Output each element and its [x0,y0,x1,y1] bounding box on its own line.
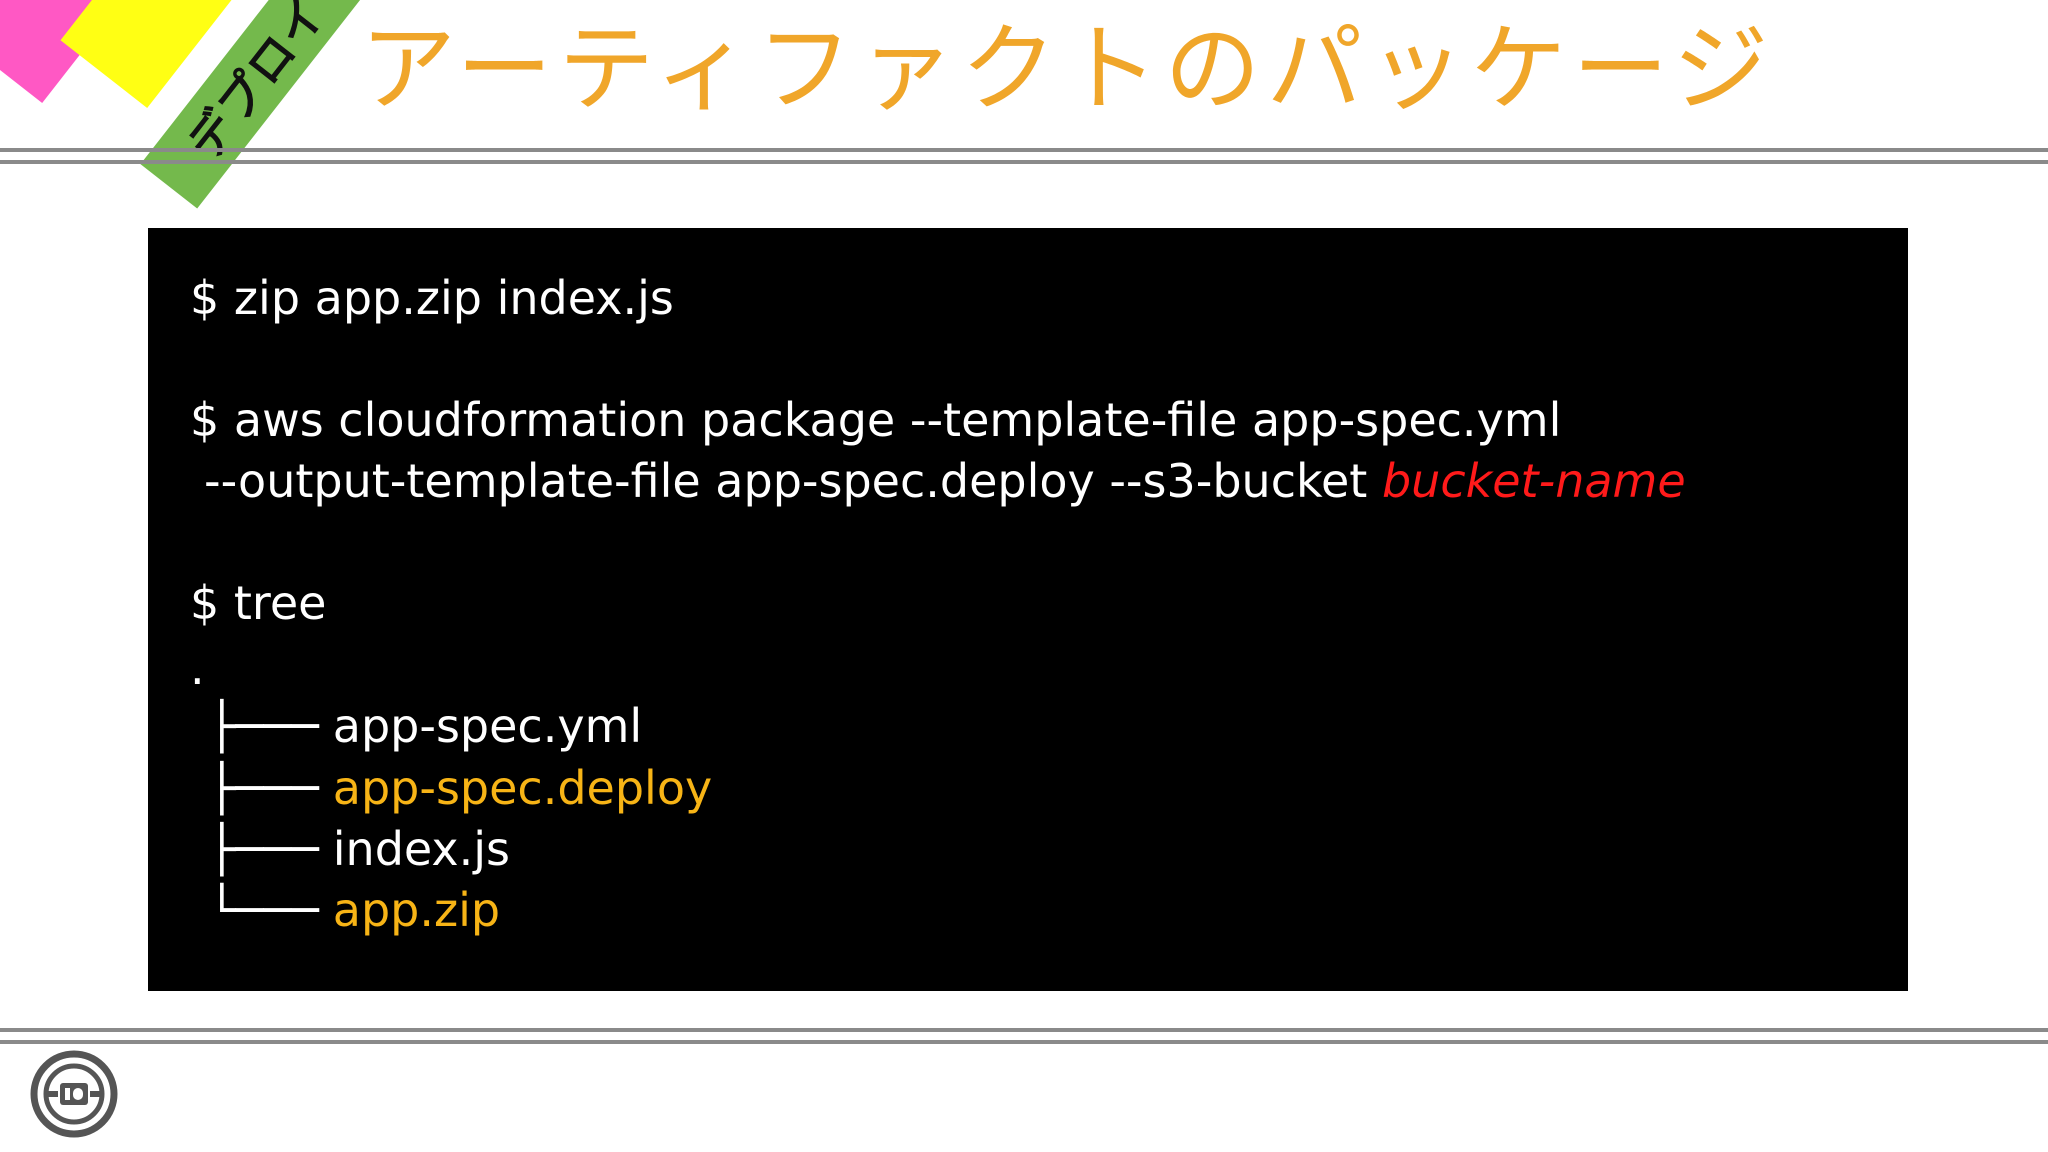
tree-root: . [190,641,205,695]
tree-item: ├───index.js [208,819,510,879]
tree-file: index.js [332,822,510,876]
slide-title: アーティファクトのパッケージ [360,13,1775,125]
tree-item: ├───app-spec.yml [208,696,642,756]
command-package-line1: $ aws cloudformation package --template-… [190,393,1562,447]
logo-icon [30,1050,118,1138]
divider-top-2 [0,160,2048,164]
tree-item: ├───app-spec.deploy [208,758,712,818]
tree-file-generated: app-spec.deploy [332,761,713,815]
command-zip: $ zip app.zip index.js [190,271,674,325]
tree-branch: ├─── [208,822,319,876]
divider-bottom-2 [0,1040,2048,1044]
tree-item: └───app.zip [208,880,500,940]
tree-file-generated: app.zip [332,883,501,937]
command-package-args: --output-template-file app-spec.deploy -… [204,454,1368,508]
command-package-line2: --output-template-file app-spec.deploy -… [204,451,1686,511]
divider-bottom-1 [0,1028,2048,1032]
bucket-name-placeholder: bucket-name [1381,454,1686,508]
divider-top-1 [0,148,2048,152]
command-tree: $ tree [190,576,327,630]
tree-branch: ├─── [208,761,319,815]
tree-branch: ├─── [208,699,319,753]
terminal-block: $ zip app.zip index.js $ aws cloudformat… [148,228,1908,991]
tree-branch: └─── [208,883,319,937]
tree-file: app-spec.yml [332,699,643,753]
